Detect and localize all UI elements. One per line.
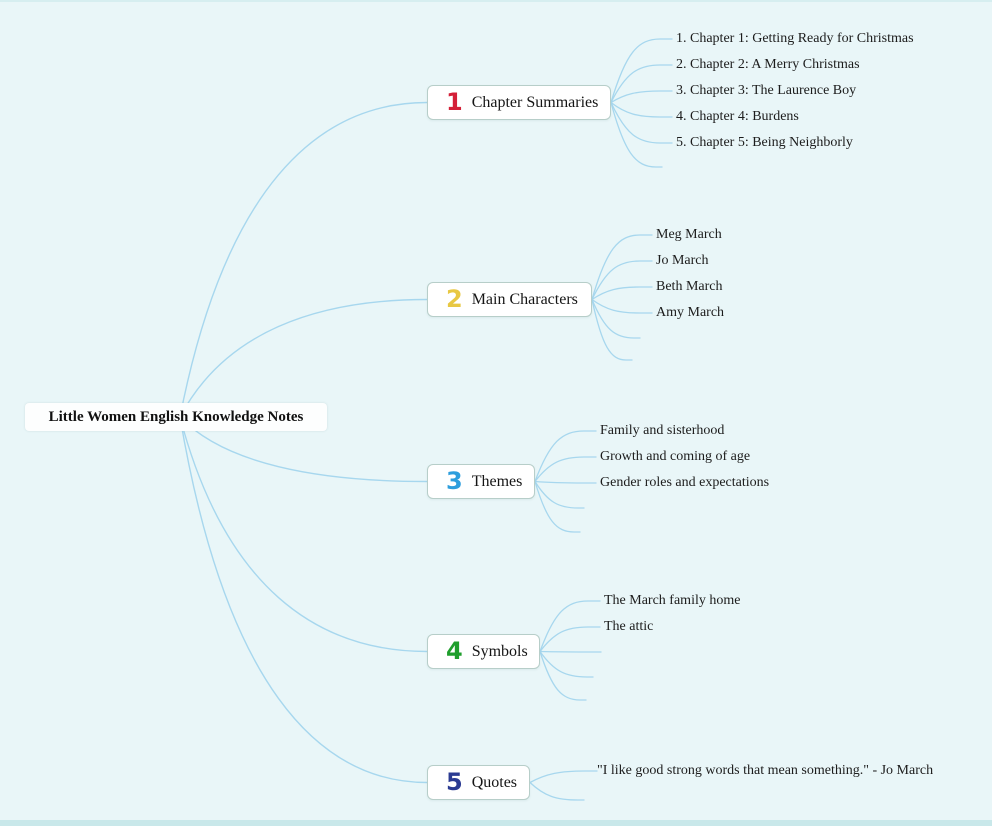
child-beth-march[interactable]: Beth March (656, 279, 723, 294)
topic-number-1: 1 (446, 87, 463, 116)
topic-label: Main Characters (471, 290, 578, 308)
topic-node-quotes[interactable]: 5 Quotes (427, 765, 530, 800)
topic-node-themes[interactable]: 3 Themes (427, 464, 535, 499)
topic-number-5: 5 (446, 767, 463, 796)
top-edge-strip (0, 0, 992, 2)
root-node-label: Little Women English Knowledge Notes (48, 408, 304, 425)
child-chapter-4[interactable]: 4. Chapter 4: Burdens (676, 109, 799, 124)
child-theme-gender[interactable]: Gender roles and expectations (600, 475, 770, 490)
child-theme-family[interactable]: Family and sisterhood (600, 423, 725, 438)
child-amy-march[interactable]: Amy March (656, 305, 725, 320)
topic-label: Symbols (471, 642, 528, 660)
topic-label: Chapter Summaries (471, 93, 599, 111)
child-chapter-3[interactable]: 3. Chapter 3: The Laurence Boy (676, 83, 857, 98)
child-quote-jo-march[interactable]: "I like good strong words that mean some… (597, 763, 934, 778)
topic-number-3: 3 (446, 466, 463, 495)
topic-node-main-characters[interactable]: 2 Main Characters (427, 282, 592, 317)
topic-node-chapter-summaries[interactable]: 1 Chapter Summaries (427, 85, 611, 120)
child-jo-march[interactable]: Jo March (656, 253, 709, 268)
child-theme-growth[interactable]: Growth and coming of age (600, 449, 751, 464)
child-symbol-attic[interactable]: The attic (604, 619, 654, 634)
topic-node-symbols[interactable]: 4 Symbols (427, 634, 540, 669)
bottom-edge-strip (0, 820, 992, 826)
child-symbol-home[interactable]: The March family home (604, 593, 741, 608)
topic-label: Quotes (471, 773, 518, 791)
root-node[interactable]: Little Women English Knowledge Notes (25, 403, 327, 431)
child-meg-march[interactable]: Meg March (656, 227, 722, 242)
child-chapter-2[interactable]: 2. Chapter 2: A Merry Christmas (676, 57, 860, 72)
topic-number-4: 4 (446, 636, 463, 665)
topic-number-2: 2 (446, 284, 463, 313)
child-chapter-1[interactable]: 1. Chapter 1: Getting Ready for Christma… (676, 31, 914, 46)
child-chapter-5[interactable]: 5. Chapter 5: Being Neighborly (676, 135, 853, 150)
topic-label: Themes (471, 472, 523, 490)
